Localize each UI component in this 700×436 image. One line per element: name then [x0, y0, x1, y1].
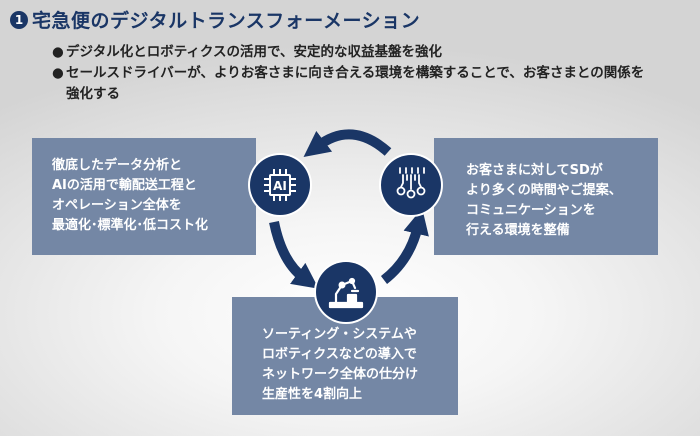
arrow-top: [303, 129, 392, 158]
box-line: ソーティング・システムや: [262, 327, 417, 342]
bullet-item: ● セールスドライバーが、よりお客さまに向き合える環境を構築することで、お客さま…: [52, 63, 652, 105]
bullet-marker: ●: [52, 44, 64, 60]
network-nodes-icon: [381, 155, 441, 215]
robot-arm-glyph: [328, 277, 364, 309]
box-line: AIの活用で輸配送工程と: [52, 178, 197, 193]
robot-arm-icon: [316, 262, 376, 322]
box-line: 行える環境を整備: [466, 223, 570, 238]
ai-chip-icon: AI: [250, 155, 310, 215]
network-nodes-glyph: [396, 167, 426, 199]
box-line: ネットワーク全体の仕分け: [262, 367, 419, 382]
box-line: より多くの時間やご提案、: [466, 183, 622, 198]
bullet-item: ● デジタル化とロボティクスの活用で、安定的な収益基盤を強化: [52, 42, 652, 63]
box-line: 生産性を4割向上: [262, 387, 363, 402]
box-line: お客さまに対してSDが: [466, 163, 603, 178]
bullet-text: デジタル化とロボティクスの活用で、安定的な収益基盤を強化: [66, 44, 442, 60]
bullet-list: ● デジタル化とロボティクスの活用で、安定的な収益基盤を強化 ● セールスドライ…: [52, 42, 652, 105]
arrow-left: [269, 220, 319, 289]
box-line: 徹底したデータ分析と: [52, 158, 183, 173]
ai-chip-label: AI: [273, 179, 287, 193]
box-line: ロボティクスなどの導入で: [262, 347, 417, 362]
ai-chip-glyph: AI: [264, 169, 296, 201]
title-text: 宅急便のデジタルトランスフォーメーション: [32, 10, 421, 32]
info-box-ai-analysis: 徹底したデータ分析と AIの活用で輸配送工程と オペレーション全体を 最適化･標…: [32, 138, 256, 255]
page-title: 1 宅急便のデジタルトランスフォーメーション: [10, 6, 420, 33]
box-line: オペレーション全体を: [52, 198, 182, 213]
bullet-text: セールスドライバーが、よりお客さまに向き合える環境を構築することで、お客さまとの…: [66, 65, 645, 102]
arrow-right: [380, 208, 429, 284]
title-number-badge: 1: [10, 10, 28, 29]
info-box-customer: お客さまに対してSDが より多くの時間やご提案、 コミュニケーションを 行える環…: [434, 138, 658, 255]
box-line: コミュニケーションを: [466, 203, 596, 218]
box-line: 最適化･標準化･低コスト化: [52, 218, 209, 233]
bullet-marker: ●: [52, 65, 64, 81]
